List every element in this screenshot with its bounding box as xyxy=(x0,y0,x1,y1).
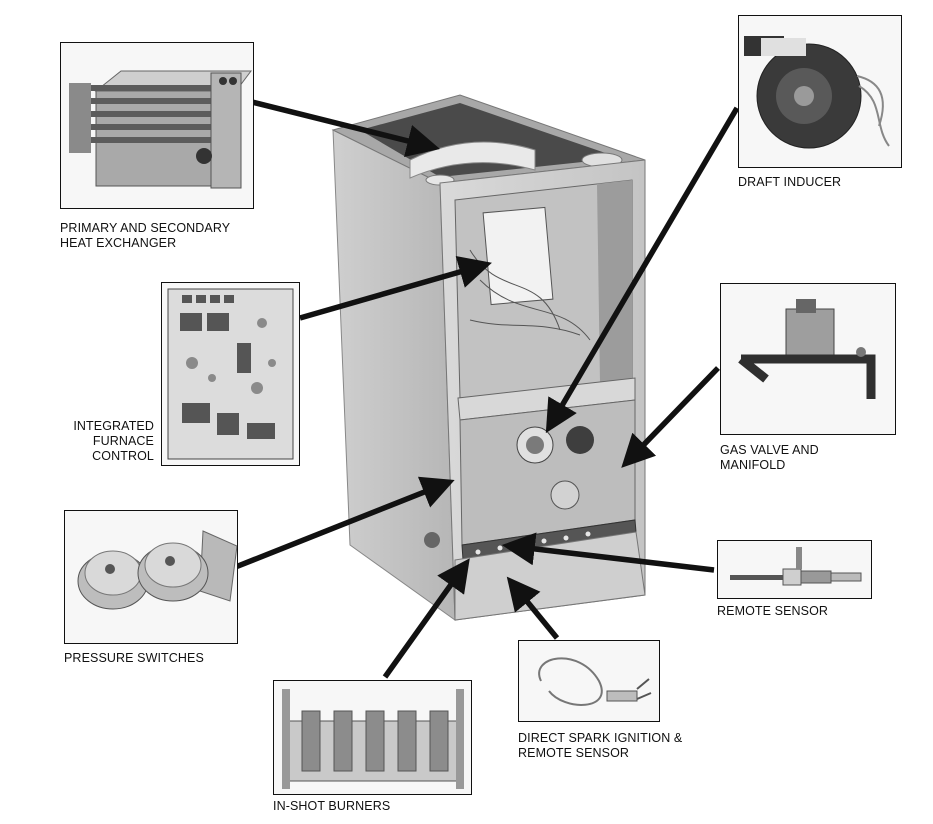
draft-inducer-label: DRAFT INDUCER xyxy=(738,175,842,189)
gas-valve-label: GAS VALVE AND MANIFOLD xyxy=(720,443,819,472)
furnace-cabinet xyxy=(331,94,646,621)
leader-arrows xyxy=(231,99,740,679)
gas-valve-image xyxy=(720,283,896,435)
pressure-switches-image xyxy=(64,510,238,644)
burners-label: IN-SHOT BURNERS xyxy=(273,799,391,813)
furnace-control-image xyxy=(161,282,300,466)
heat-exchanger-image xyxy=(60,42,254,209)
draft-inducer-image xyxy=(738,15,902,168)
remote-sensor-image xyxy=(717,540,872,599)
burners-image xyxy=(273,680,472,795)
heat-exchanger-label: PRIMARY AND SECONDARY HEAT EXCHANGER xyxy=(60,221,231,250)
pressure-switches-label: PRESSURE SWITCHES xyxy=(64,651,204,665)
ignition-image xyxy=(518,640,660,722)
furnace-control-label: INTEGRATED FURNACE CONTROL xyxy=(73,419,154,463)
remote-sensor-label: REMOTE SENSOR xyxy=(717,604,829,618)
ignition-label: DIRECT SPARK IGNITION & REMOTE SENSOR xyxy=(518,731,683,760)
